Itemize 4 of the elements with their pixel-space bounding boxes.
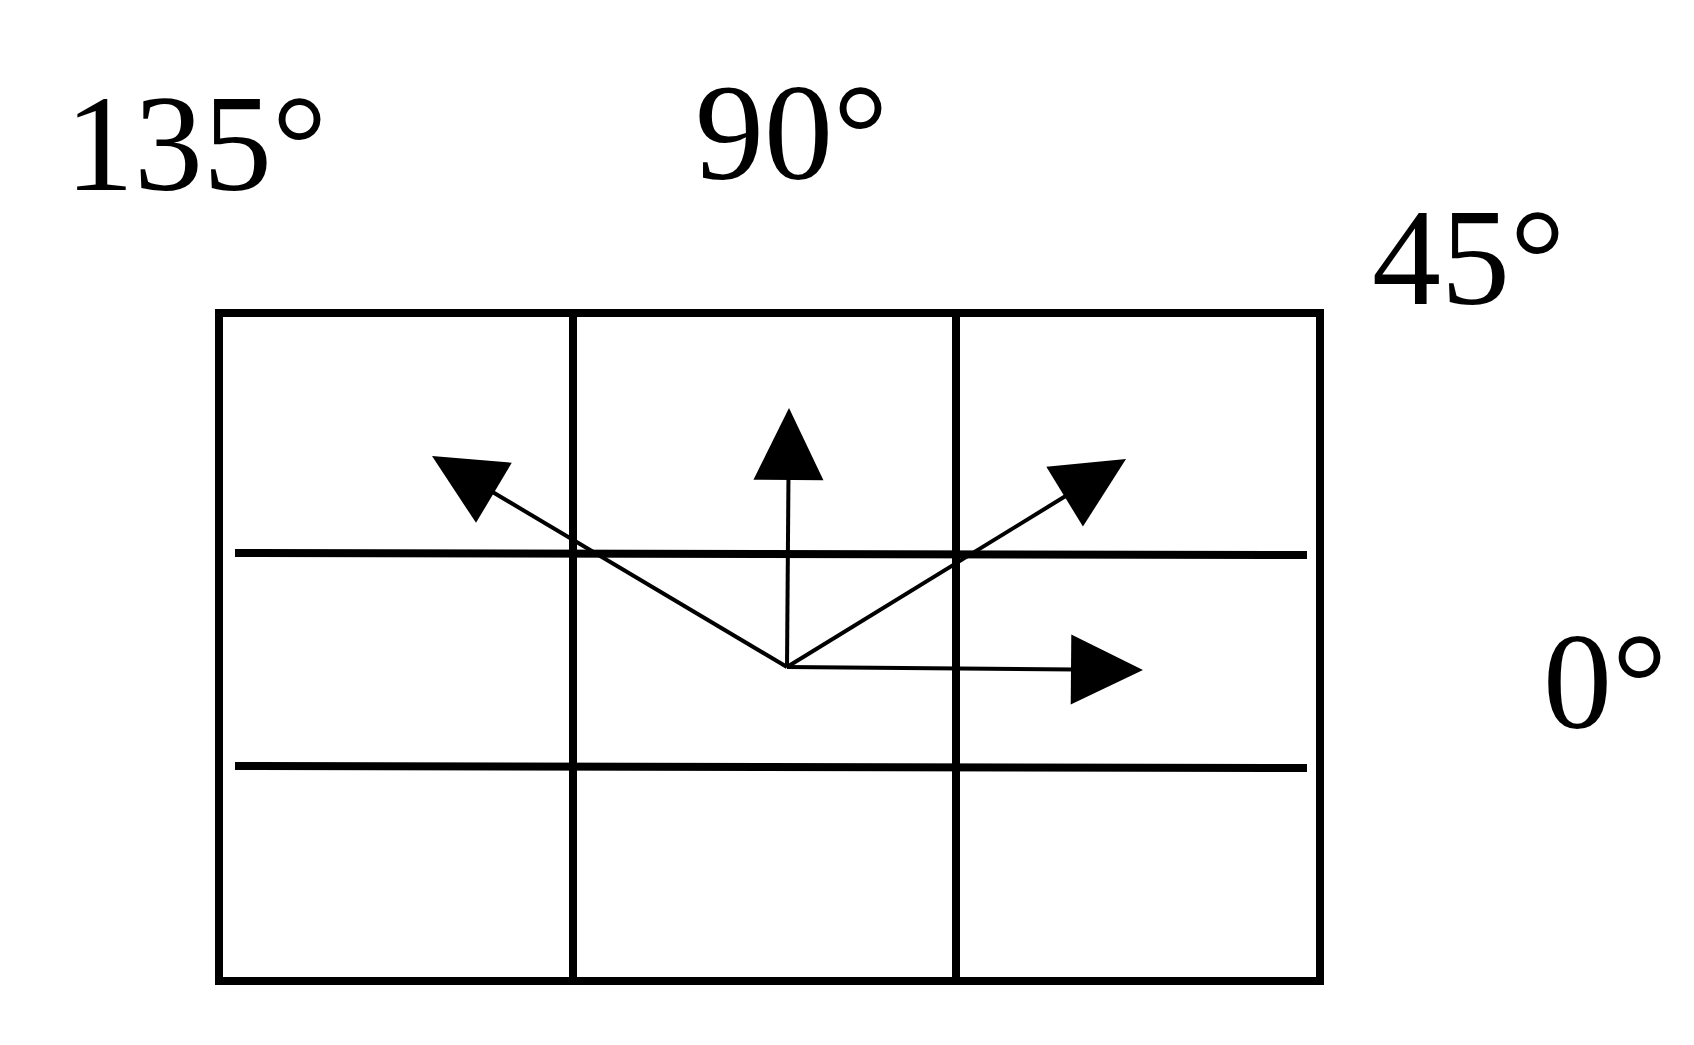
angle-label: 45° [1372, 189, 1566, 327]
angle-label: 135° [65, 75, 328, 213]
angle-label: 90° [695, 64, 889, 202]
angle-label: 0° [1543, 613, 1668, 751]
